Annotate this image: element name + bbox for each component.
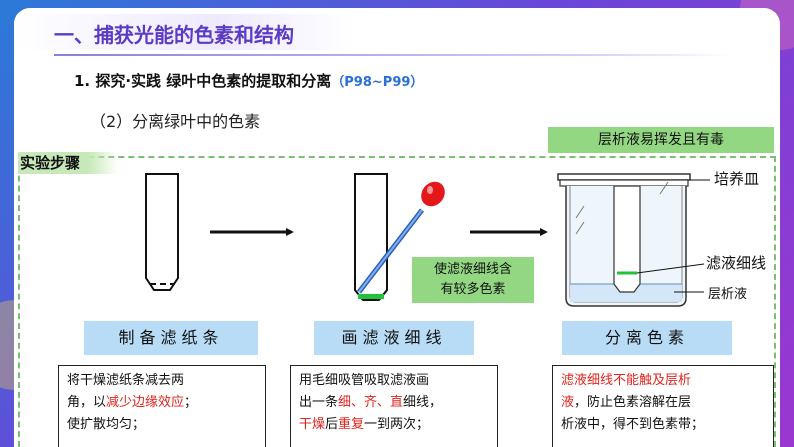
highlight-text: 细、齐、直 [338, 395, 404, 410]
desc-text: 析液中，得不到色素带； [561, 417, 705, 432]
desc-text: 后 [325, 417, 339, 432]
capillary-pipette [357, 181, 445, 294]
pipette-note-line-1: 使滤液细线含 [433, 262, 512, 277]
highlight-text: 滤液细线不能触及层析 [561, 373, 692, 388]
step-caption-3: 分离色素 [562, 321, 732, 355]
chromatography-beaker [557, 173, 691, 307]
title-bar: 一、捕获光能的色素和结构 [14, 8, 354, 54]
section-heading-text: 1. 探究·实践 绿叶中色素的提取和分离 [74, 72, 332, 90]
desc-line: 析液中，得不到色素带； [561, 414, 765, 436]
pipette-note: 使滤液细线含 有较多色素 [412, 257, 534, 303]
step-desc-3: 滤液细线不能触及层析液，防止色素溶解在层析液中，得不到色素带； [552, 365, 774, 447]
slide: 一、捕获光能的色素和结构 1. 探究·实践 绿叶中色素的提取和分离（P98~P9… [14, 8, 780, 447]
title-band [14, 14, 354, 50]
highlight-text: 减少边缘效应 [106, 395, 185, 410]
desc-line: 干燥后重复一到两次； [299, 414, 489, 436]
step-caption-2: 画滤液细线 [314, 321, 474, 355]
desc-line: 使扩散均匀； [67, 414, 257, 436]
page-title: 一、捕获光能的色素和结构 [54, 23, 294, 47]
desc-text: 用毛细吸管吸取滤液画 [299, 373, 430, 388]
desc-text: 出一条 [299, 395, 339, 410]
desc-text: 使扩散均匀； [67, 417, 146, 432]
arrow-right [210, 228, 294, 236]
section-heading: 1. 探究·实践 绿叶中色素的提取和分离（P98~P99） [74, 70, 423, 91]
arrow-right [470, 228, 548, 236]
desc-text: ，防止色素溶解在层 [574, 395, 692, 410]
desc-line: 将干燥滤纸条减去两 [67, 370, 257, 392]
filter-paper-with-line [354, 173, 388, 301]
desc-text: 将干燥滤纸条减去两 [67, 373, 185, 388]
steps-panel [18, 156, 776, 447]
desc-text: 细线， [403, 395, 443, 410]
page-reference: （P98~P99） [331, 75, 424, 90]
subheading: （2）分离绿叶中的色素 [90, 112, 261, 131]
desc-line: 角，以减少边缘效应； [67, 392, 257, 414]
highlight-text: 干燥 [299, 417, 326, 432]
desc-line: 出一条细、齐、直细线， [299, 392, 489, 414]
desc-text: ； [184, 395, 198, 410]
step-desc-2: 用毛细吸管吸取滤液画出一条细、齐、直细线，干燥后重复一到两次； [290, 365, 498, 447]
title-underline [54, 54, 734, 56]
filter-paper-strip [145, 173, 179, 291]
steps-label: 实验步骤 [18, 152, 118, 174]
dish-label: 培养皿 [714, 170, 760, 188]
filtrate-line-label: 滤液细线 [706, 254, 767, 272]
solvent-label: 层析液 [708, 287, 748, 302]
desc-text: 角，以 [67, 395, 107, 410]
experiment-diagram [145, 173, 710, 307]
step-caption-1: 制备滤纸条 [84, 321, 258, 355]
highlight-text: 重复 [338, 417, 365, 432]
desc-line: 液，防止色素溶解在层 [561, 392, 765, 414]
highlight-text: 液 [561, 395, 575, 410]
desc-line: 用毛细吸管吸取滤液画 [299, 370, 489, 392]
desc-line: 滤液细线不能触及层析 [561, 370, 765, 392]
desc-text: 一到两次； [364, 417, 430, 432]
toxic-note: 层析液易挥发且有毒 [548, 127, 774, 153]
pipette-note-line-2: 有较多色素 [440, 282, 506, 297]
line-leader [636, 263, 705, 274]
step-desc-1: 将干燥滤纸条减去两角，以减少边缘效应；使扩散均匀； [58, 365, 266, 447]
